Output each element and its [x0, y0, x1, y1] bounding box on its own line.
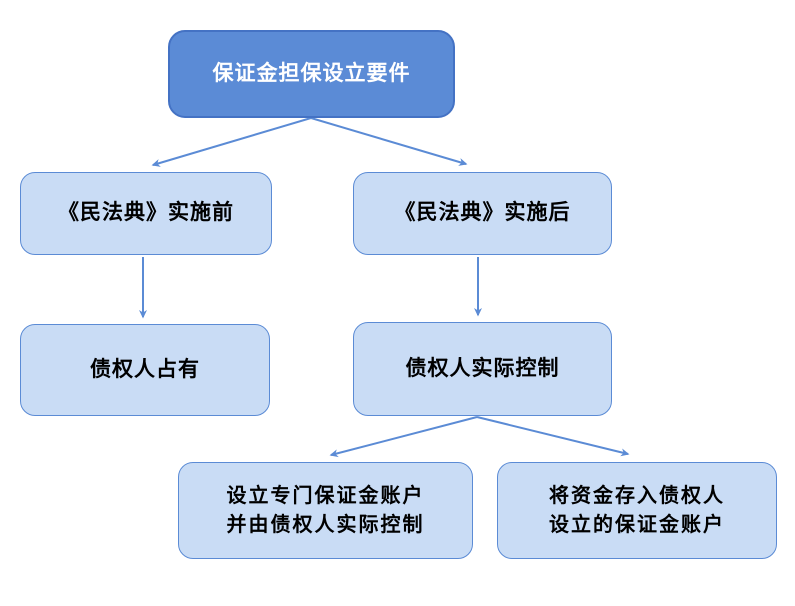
node-deposit-into-creditor-account: 将资金存入债权人 设立的保证金账户 — [497, 462, 777, 559]
edge-control-deposit — [476, 416, 630, 457]
node-creditor-possession: 债权人占有 — [20, 324, 270, 416]
node-root-requirements: 保证金担保设立要件 — [168, 30, 455, 118]
node-creditor-actual-control: 债权人实际控制 — [353, 322, 612, 416]
edge-root-post — [310, 117, 468, 166]
node-before-civil-code: 《民法典》实施前 — [20, 172, 272, 255]
edge-control-dedicated — [329, 416, 478, 458]
edge-root-pre — [151, 117, 312, 167]
node-dedicated-deposit-account: 设立专门保证金账户 并由债权人实际控制 — [178, 462, 473, 559]
node-after-civil-code: 《民法典》实施后 — [353, 172, 612, 255]
